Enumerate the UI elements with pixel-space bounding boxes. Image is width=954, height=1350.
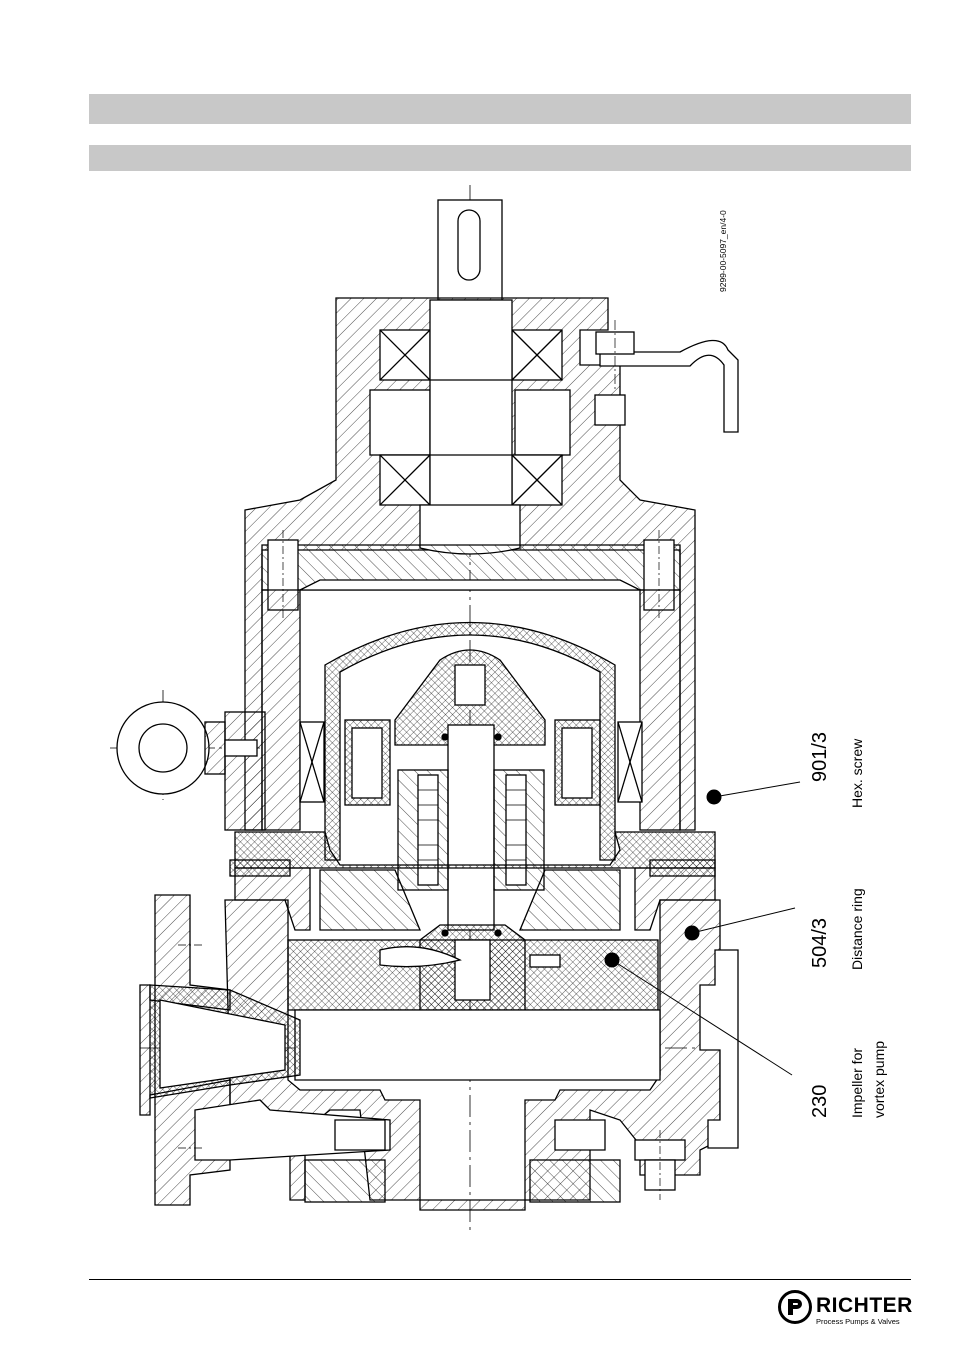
callout-dot-901-3 (707, 790, 721, 804)
callout-number-230: 230 (809, 1085, 831, 1118)
footer-rule (89, 1279, 911, 1280)
callout-label-901-3: Hex. screw (849, 738, 865, 808)
callout-number-901-3: 901/3 (809, 732, 831, 782)
callout-dot-230 (605, 953, 619, 967)
leader-901-3 (714, 782, 800, 797)
drawing-number: 9299-00-5097_en/4-0 (718, 210, 728, 292)
callout-label-230-line1: Impeller for (849, 1048, 865, 1118)
callout-label-230-line2: vortex pump (871, 1041, 887, 1118)
callout-number-504-3: 504/3 (809, 918, 831, 968)
casing-foot-left (305, 1160, 385, 1202)
logo-name: RICHTER (816, 1294, 913, 1318)
callout-dot-504-3 (685, 926, 699, 940)
callout-label-504-3: Distance ring (849, 888, 865, 970)
richter-logo-icon (778, 1290, 812, 1324)
casing-foot-right (530, 1160, 620, 1202)
logo-tagline: Process Pumps & Valves (816, 1317, 900, 1326)
pump-shaft (448, 725, 494, 930)
richter-logo: RICHTER Process Pumps & Valves (776, 1290, 916, 1330)
